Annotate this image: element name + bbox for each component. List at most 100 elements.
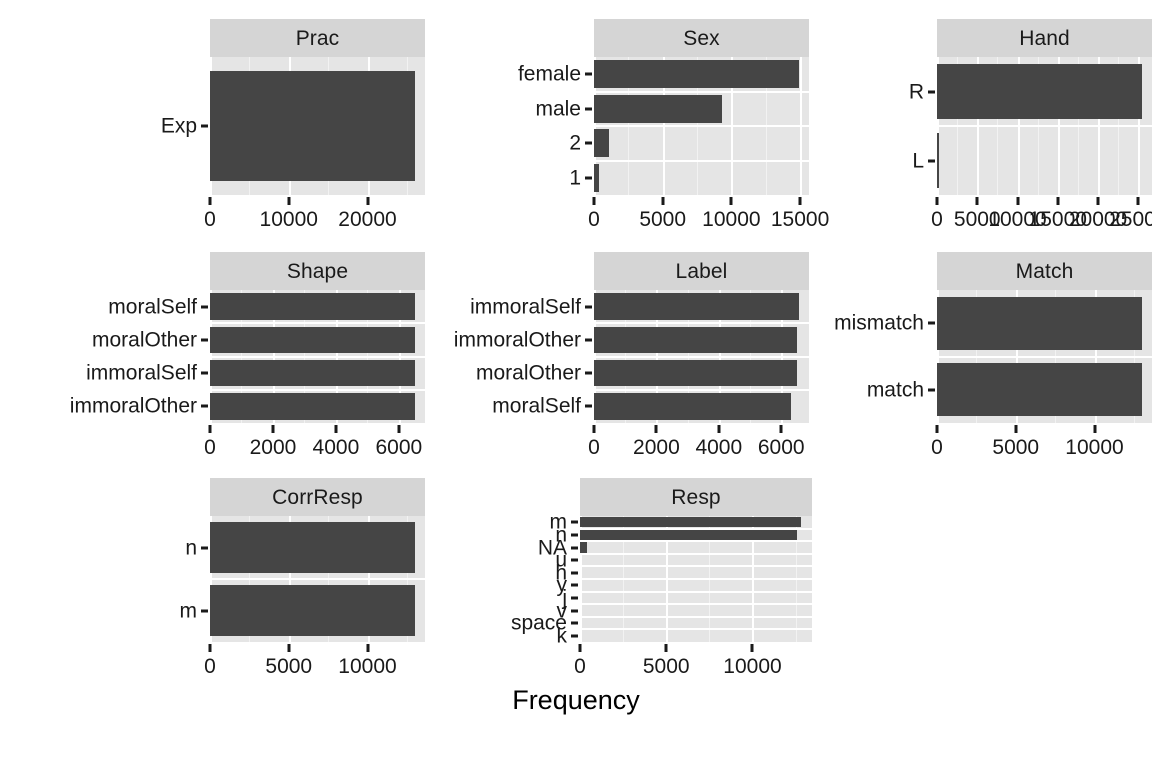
bar-male <box>594 94 722 123</box>
gridline-major-x <box>752 516 755 642</box>
y-axis-tick <box>585 141 592 145</box>
x-axis-tick-label: 25000 <box>1109 208 1152 231</box>
x-axis-tick-label: 5000 <box>953 208 1001 231</box>
gridline-major-y <box>580 552 812 555</box>
gridline-major-y <box>594 322 809 325</box>
plot-area-corrresp <box>210 516 425 642</box>
x-axis-tick-label: 15000 <box>770 208 830 231</box>
y-axis-label: L <box>912 149 924 172</box>
x-axis-tick <box>287 644 291 652</box>
x-axis-tick <box>779 425 783 433</box>
x-axis-tick <box>592 197 596 205</box>
y-axis-label: j <box>562 586 567 610</box>
gridline-major-x <box>594 57 596 195</box>
x-axis-tick <box>271 425 275 433</box>
gridline-major-y <box>580 578 812 580</box>
gridline-minor-x <box>304 290 306 423</box>
gridline-major-y <box>210 355 425 358</box>
x-axis-tick-label: 10000 <box>723 655 782 678</box>
y-axis-label: match <box>866 378 924 402</box>
x-axis-tick-label: 6000 <box>757 436 805 459</box>
facet-strip-label: Hand <box>1019 26 1070 50</box>
y-axis-label: mismatch <box>834 311 924 335</box>
x-axis-tick <box>654 425 658 433</box>
y-axis-label: moralSelf <box>492 394 581 418</box>
gridline-major-x <box>580 516 582 642</box>
gridline-major-x <box>666 516 669 642</box>
gridline-major-x <box>210 516 212 642</box>
x-axis-tick-label: 0 <box>574 655 586 678</box>
gridline-major-y <box>594 159 809 162</box>
x-axis-tick-label: 2000 <box>249 436 297 459</box>
gridline-major-y <box>594 355 809 358</box>
bar-n <box>210 522 415 573</box>
gridline-minor-x <box>1055 290 1057 423</box>
gridline-minor-x <box>328 57 330 195</box>
y-axis-tick <box>928 90 935 93</box>
y-axis-tick <box>571 621 578 625</box>
gridline-major-x <box>718 290 721 423</box>
y-axis-label: immoralOther <box>69 394 197 418</box>
gridline-major-x <box>781 290 784 423</box>
y-axis-tick <box>201 404 208 408</box>
bar-immoralself <box>594 293 799 320</box>
facet-strip-label: Label <box>675 259 728 283</box>
x-axis-tick-label: 10000 <box>338 655 397 678</box>
y-axis-label: k <box>556 624 568 648</box>
y-axis-tick <box>571 533 578 537</box>
bar-match <box>937 363 1142 417</box>
facet-strip-label: Label <box>594 252 809 290</box>
x-axis-tick-label: 10000 <box>702 208 761 231</box>
gridline-major-x <box>398 290 401 423</box>
gridline-minor-x <box>249 57 251 195</box>
bar-m <box>580 517 801 528</box>
x-axis-tick-label: 5000 <box>992 436 1040 459</box>
facet-strip-label: CorrResp <box>272 485 363 509</box>
x-axis-tick-label: 10000 <box>259 208 318 231</box>
gridline-major-x <box>335 290 338 423</box>
y-axis-label: v <box>556 599 568 622</box>
gridline-major-y <box>937 355 1152 358</box>
gridline-major-y <box>580 628 812 631</box>
y-axis-tick <box>928 388 935 392</box>
gridline-major-x <box>594 290 596 423</box>
gridline-major-x <box>662 57 665 195</box>
bar-exp <box>210 70 415 182</box>
gridline-minor-x <box>1077 57 1079 195</box>
x-axis-tick-label: 0 <box>204 208 216 231</box>
plot-area-prac <box>210 57 425 195</box>
bar-immoralself <box>210 359 415 387</box>
y-axis-label: immoralSelf <box>470 295 581 319</box>
y-axis-tick <box>928 159 935 162</box>
y-axis-tick <box>585 107 592 111</box>
y-axis-label: n <box>555 523 567 547</box>
y-axis-tick <box>585 305 592 309</box>
y-axis-label: immoralOther <box>453 328 581 352</box>
y-axis-label: space <box>510 611 567 635</box>
x-axis-tick-label: 4000 <box>312 436 360 459</box>
facet-strip-label: Sex <box>683 26 720 50</box>
bar-moralself <box>210 293 415 320</box>
gridline-major-y <box>580 615 812 618</box>
y-axis-label: m <box>179 599 198 622</box>
x-axis-tick <box>750 644 754 652</box>
y-axis-label: moralSelf <box>108 295 197 319</box>
x-axis-tick <box>287 197 291 205</box>
y-axis-tick <box>571 609 578 612</box>
x-axis-tick <box>1136 197 1140 205</box>
gridline-major-x <box>656 290 659 423</box>
bar-1 <box>594 163 600 192</box>
x-axis-tick <box>935 425 939 433</box>
gridline-minor-x <box>328 516 330 642</box>
x-axis-tick-label: 20000 <box>338 208 397 231</box>
plot-area-sex <box>594 57 809 195</box>
plot-area-label <box>594 290 809 423</box>
gridline-major-y <box>580 540 812 543</box>
gridline-major-x <box>800 57 803 195</box>
facet-strip-match: Match <box>937 252 1152 290</box>
y-axis-tick <box>928 321 935 325</box>
